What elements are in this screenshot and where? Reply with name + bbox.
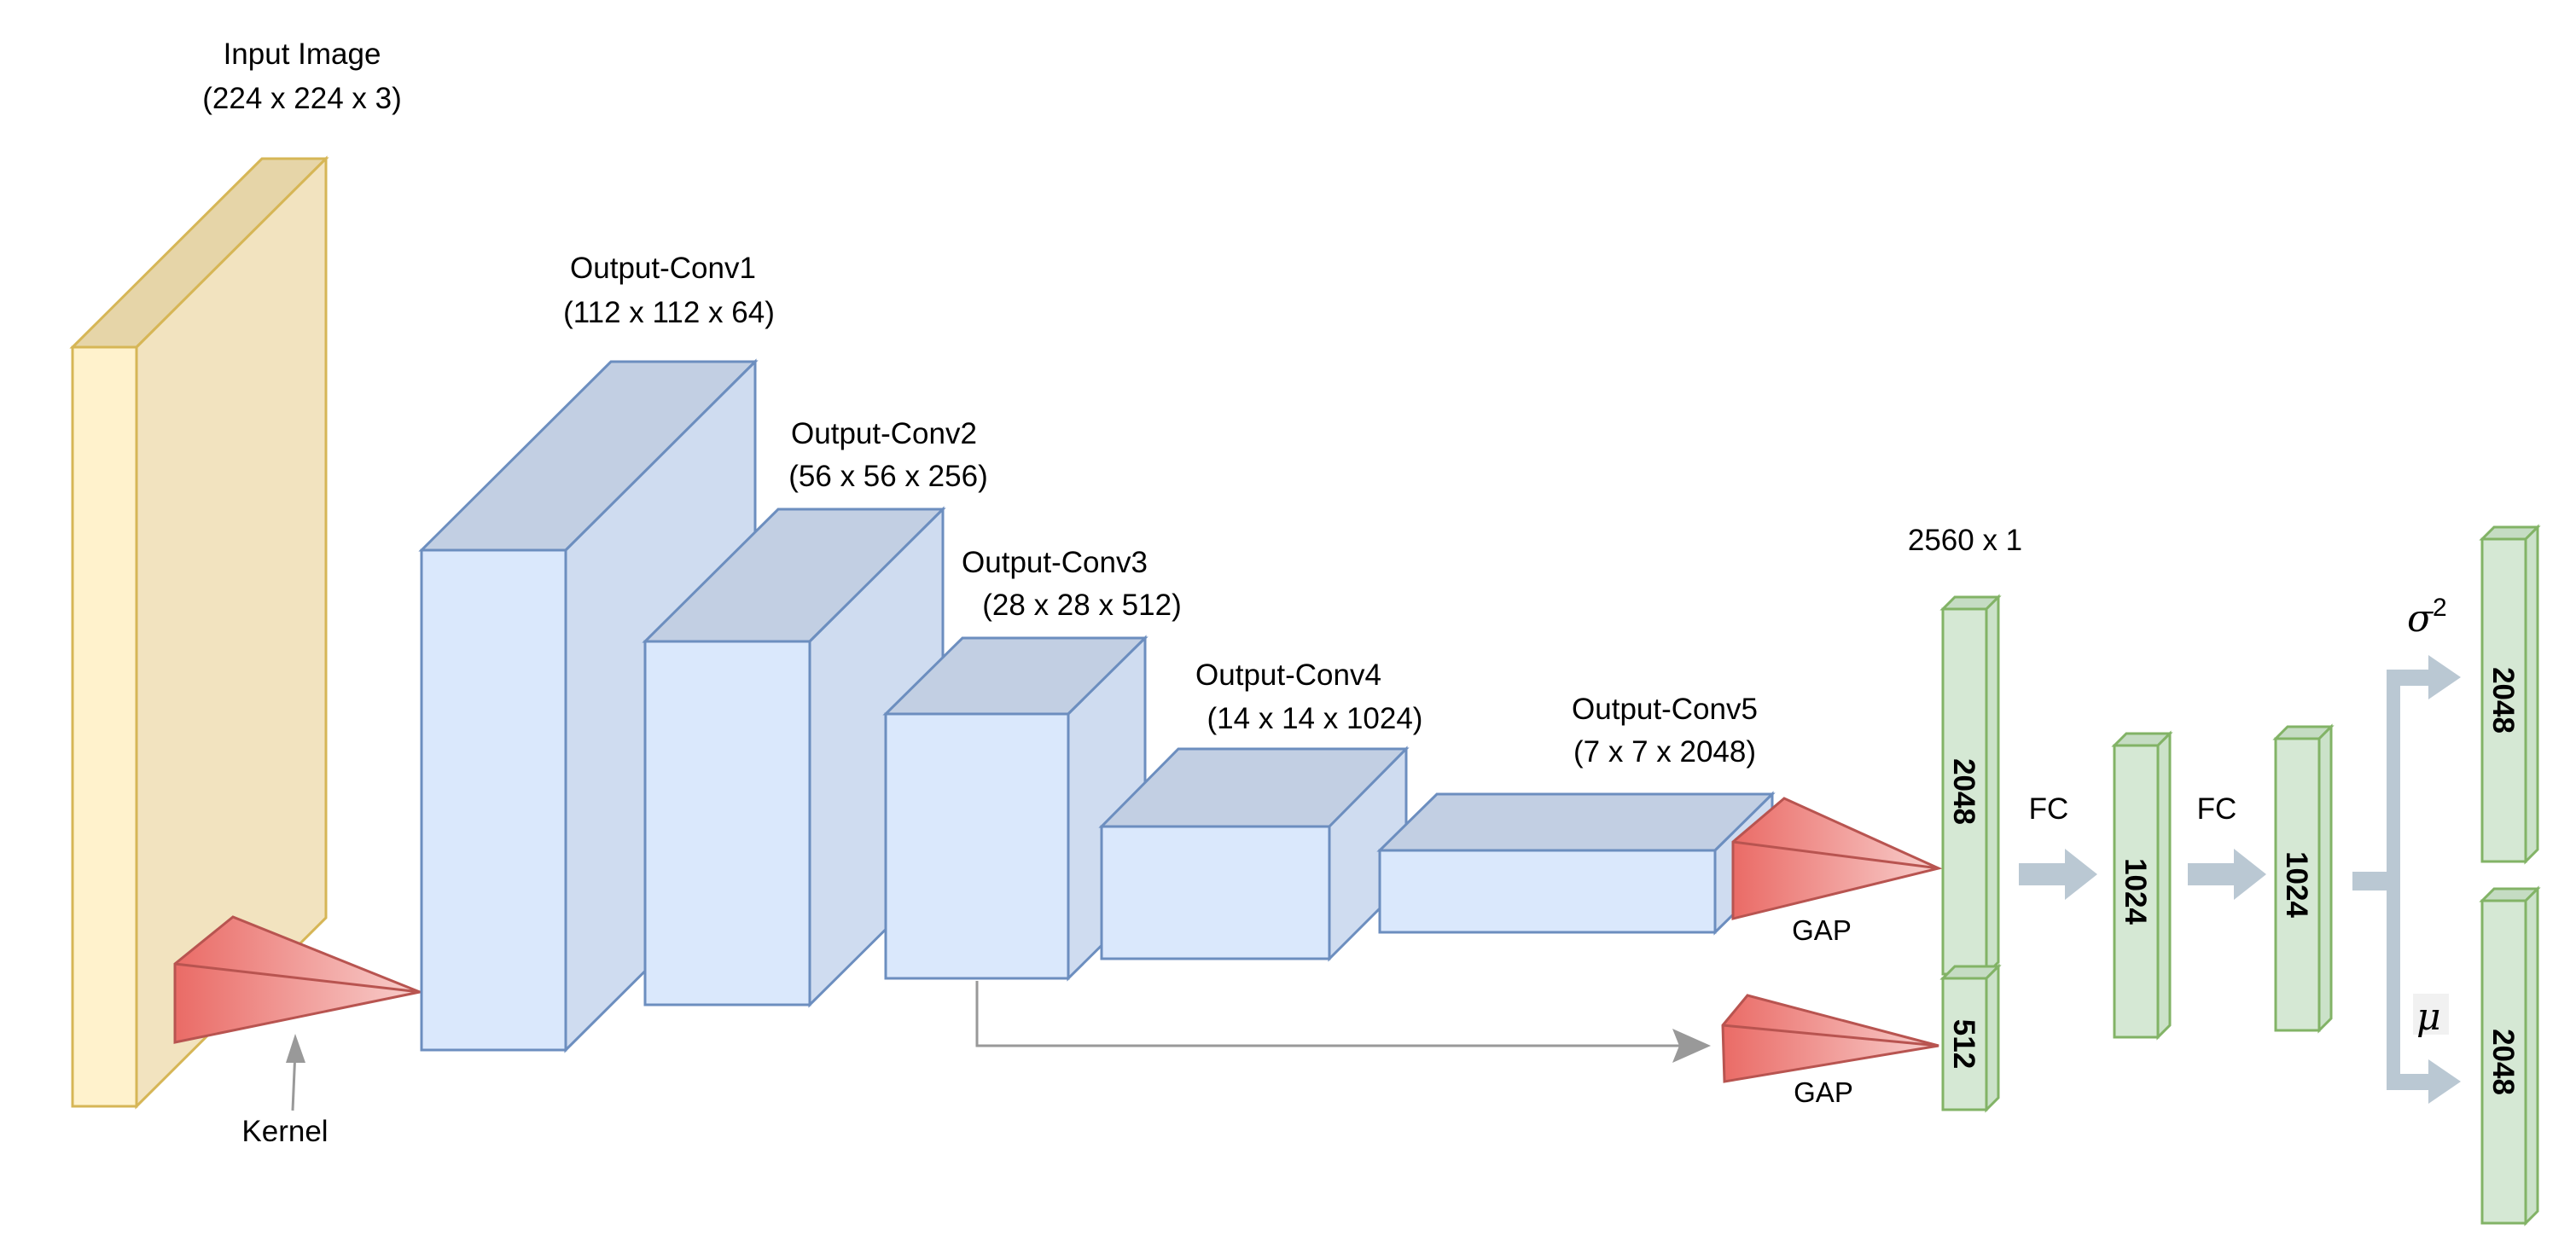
- kernel-pyramid: [173, 915, 425, 1044]
- sigma-exponent: 2: [2433, 594, 2447, 622]
- concat-vector-512: [1939, 963, 2002, 1113]
- concat-vector-2048: [1939, 594, 2002, 977]
- fc-vector-1-label: 1024: [2119, 858, 2152, 925]
- conv1-dims: (112 x 112 x 64): [563, 296, 775, 329]
- kernel-label: Kernel: [241, 1115, 328, 1148]
- concat-vector-2048-label: 2048: [1947, 758, 1980, 825]
- skip-connection-line: [975, 981, 1689, 1047]
- gap-label-bottom: GAP: [1794, 1076, 1853, 1108]
- input-image-dims: (224 x 224 x 3): [202, 82, 401, 115]
- mu-label-background: [2413, 994, 2449, 1035]
- fc-vector-2-label: 1024: [2280, 851, 2313, 918]
- conv2-dims: (56 x 56 x 256): [788, 460, 987, 493]
- conv4-title: Output-Conv4: [1195, 658, 1381, 692]
- conv5-dims: (7 x 7 x 2048): [1573, 735, 1756, 769]
- mu-label: μ: [2416, 995, 2441, 1039]
- gap-pyramid-top: [1731, 797, 1943, 920]
- kernel-pointer-arrowhead: [286, 1034, 305, 1063]
- fc-arrow-2: [2188, 849, 2266, 900]
- conv5-title: Output-Conv5: [1572, 693, 1758, 726]
- conv3-dims: (28 x 28 x 512): [982, 589, 1181, 622]
- conv4-dims: (14 x 14 x 1024): [1207, 702, 1423, 735]
- mu-output-vector-label: 2048: [2486, 1029, 2520, 1095]
- conv1-title: Output-Conv1: [570, 252, 756, 285]
- fc-label-1: FC: [2029, 792, 2069, 826]
- concat-vector-512-label: 512: [1947, 1019, 1980, 1069]
- fc-label-2: FC: [2197, 792, 2237, 826]
- fc-vector-1: [2111, 730, 2173, 1041]
- sigma-output-vector: [2479, 524, 2541, 865]
- conv3-title: Output-Conv3: [962, 546, 1148, 579]
- fc-vector-2: [2272, 723, 2335, 1034]
- concat-dims-label: 2560 x 1: [1908, 524, 2022, 557]
- gap-pyramid-bottom: [1721, 994, 1939, 1083]
- skip-connection-arrowhead: [1672, 1029, 1711, 1063]
- sigma-output-vector-label: 2048: [2486, 667, 2520, 734]
- branch-arrow: [2352, 655, 2461, 1104]
- sigma-label: σ2: [2407, 594, 2447, 641]
- conv4-block: [1098, 745, 1410, 962]
- mu-output-vector: [2479, 885, 2541, 1227]
- fc-arrow-1: [2019, 849, 2097, 900]
- input-image-title: Input Image: [224, 38, 381, 71]
- conv3-block: [882, 635, 1148, 982]
- input-image-block: [69, 155, 329, 1110]
- gap-label-top: GAP: [1792, 914, 1852, 946]
- conv2-title: Output-Conv2: [791, 417, 977, 450]
- conv5-block: [1376, 791, 1776, 936]
